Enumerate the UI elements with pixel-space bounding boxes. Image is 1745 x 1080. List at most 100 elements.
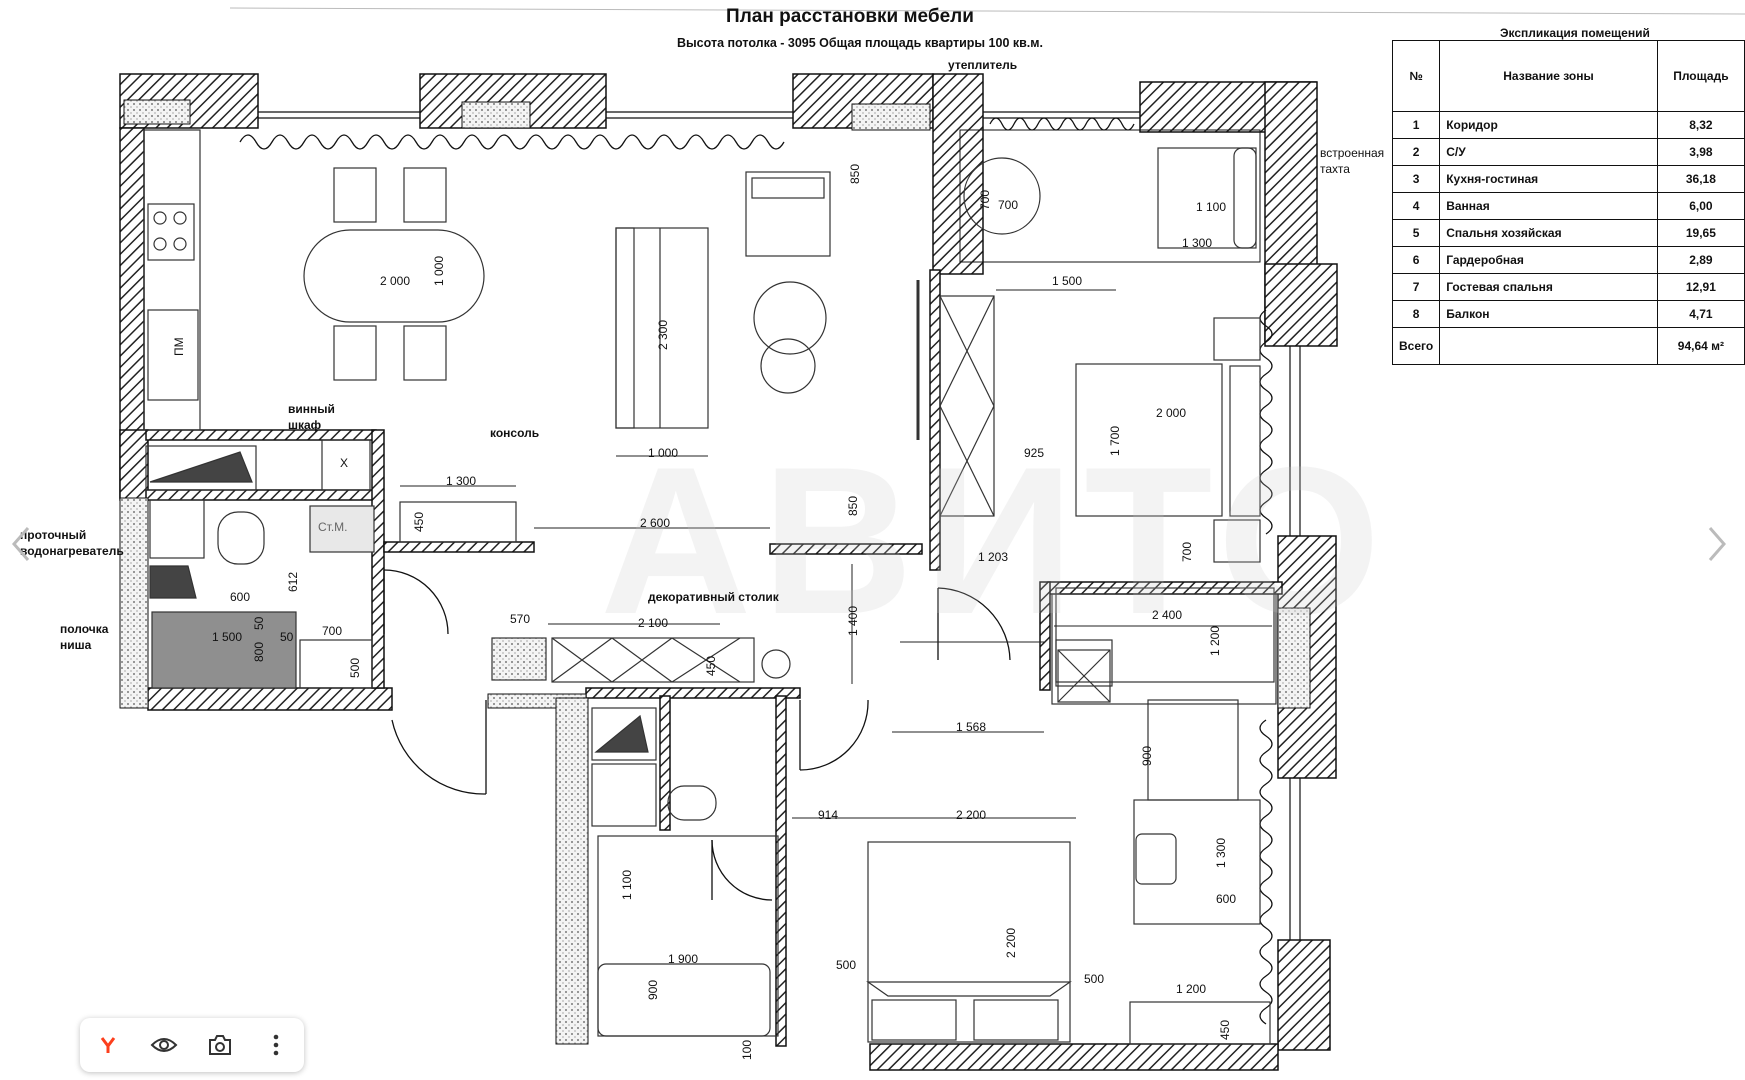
watermark: АВИТО — [600, 423, 1391, 658]
chevron-right-icon — [1708, 527, 1726, 561]
dim-1400: 1 400 — [846, 605, 860, 636]
insulation-strips — [119, 99, 1311, 1045]
bathroom-2-fixtures — [591, 707, 779, 1037]
dim-500: 500 — [348, 657, 362, 678]
dim-1100: 1 100 — [1196, 200, 1227, 214]
label-shelf-1: полочка — [60, 622, 109, 636]
eye-icon — [150, 1038, 178, 1052]
dim-2100: 2 100 — [638, 616, 669, 630]
col-number-header: № — [1391, 40, 1441, 112]
dim-600: 600 — [1216, 892, 1237, 906]
row-name: С/У — [1439, 138, 1658, 166]
label-built-in-2: тахта — [1320, 162, 1350, 176]
dim-700: 700 — [998, 198, 1019, 212]
label-dishwasher: ПМ — [172, 337, 186, 356]
dim-50: 50 — [280, 630, 294, 644]
dim-450: 450 — [704, 655, 718, 676]
row-name: Ванная — [1439, 192, 1658, 220]
label-washer: Ст.М. — [318, 520, 348, 534]
yandex-logo-icon — [96, 1033, 120, 1057]
dim-1300: 1 300 — [1214, 837, 1228, 868]
label-wine-1: винный — [288, 402, 335, 416]
dim-500: 500 — [1084, 972, 1105, 986]
more-options-button[interactable] — [256, 1025, 296, 1065]
dim-1000: 1 000 — [648, 446, 679, 460]
dim-1203: 1 203 — [978, 550, 1009, 564]
label-built-in-1: встроенная — [1320, 146, 1385, 160]
row-area: 19,65 — [1656, 219, 1745, 247]
row-name: Спальня хозяйская — [1439, 219, 1658, 247]
prev-image-button[interactable] — [4, 514, 38, 574]
label-shelf-2: ниша — [60, 638, 92, 652]
dim-1200: 1 200 — [1176, 982, 1207, 996]
row-name: Коридор — [1439, 111, 1658, 139]
dim-1500: 1 500 — [1052, 274, 1083, 288]
row-area: 6,00 — [1656, 192, 1745, 220]
label-x-mark: Х — [340, 456, 349, 470]
dim-800: 800 — [252, 641, 266, 662]
row-number: 1 — [1391, 111, 1441, 139]
dim-1900: 1 900 — [668, 952, 699, 966]
dim-2200: 2 200 — [956, 808, 987, 822]
row-number: 6 — [1391, 246, 1441, 274]
row-number: 2 — [1391, 138, 1441, 166]
dim-570: 570 — [510, 612, 531, 626]
dim-900: 900 — [1140, 745, 1154, 766]
dim-2300: 2 300 — [656, 319, 670, 350]
col-name-header: Название зоны — [1439, 40, 1658, 112]
row-area: 36,18 — [1656, 165, 1745, 193]
dim-2400: 2 400 — [1152, 608, 1183, 622]
label-console: консоль — [490, 426, 540, 440]
image-search-button[interactable] — [200, 1025, 240, 1065]
row-number: 3 — [1391, 165, 1441, 193]
dim-1100: 1 100 — [620, 869, 634, 900]
dim-50: 50 — [252, 616, 266, 630]
chevron-left-icon — [12, 527, 30, 561]
curtains — [239, 117, 1273, 1025]
row-number: 4 — [1391, 192, 1441, 220]
explication-title: Экспликация помещений — [1500, 26, 1650, 40]
explication-header-row: № Название зоны Площадь — [1391, 40, 1745, 112]
dim-1300: 1 300 — [446, 474, 477, 488]
row-name: Кухня-гостиная — [1439, 165, 1658, 193]
doors — [383, 569, 1011, 901]
dim-1500: 1 500 — [212, 630, 243, 644]
row-number: 5 — [1391, 219, 1441, 247]
dim-2000: 2 000 — [1156, 406, 1187, 420]
camera-icon — [209, 1035, 231, 1055]
row-name: Гостевая спальня — [1439, 273, 1658, 301]
view-button[interactable] — [144, 1025, 184, 1065]
dim-600: 600 — [230, 590, 251, 604]
row-area: 12,91 — [1656, 273, 1745, 301]
yandex-button[interactable] — [88, 1025, 128, 1065]
row-area: 8,32 — [1656, 111, 1745, 139]
dim-1200: 1 200 — [1208, 625, 1222, 656]
windows — [258, 111, 1301, 940]
total-area: 94,64 м² — [1656, 327, 1745, 365]
row-area: 2,89 — [1656, 246, 1745, 274]
dim-100: 100 — [740, 1039, 754, 1060]
dim-2600: 2 600 — [640, 516, 671, 530]
dim-500: 500 — [836, 958, 857, 972]
dim-1300: 1 300 — [1182, 236, 1213, 250]
dim-1700: 1 700 — [1108, 425, 1122, 456]
master-bedroom-furniture — [939, 295, 1275, 687]
dim-450: 450 — [412, 511, 426, 532]
label-insulation: утеплитель — [948, 58, 1018, 72]
next-image-button[interactable] — [1700, 514, 1734, 574]
dim-2200: 2 200 — [1004, 927, 1018, 958]
more-vertical-icon — [273, 1034, 279, 1056]
dim-900: 900 — [646, 979, 660, 1000]
label-wine-2: шкаф — [288, 418, 322, 432]
dim-612: 612 — [286, 571, 300, 592]
